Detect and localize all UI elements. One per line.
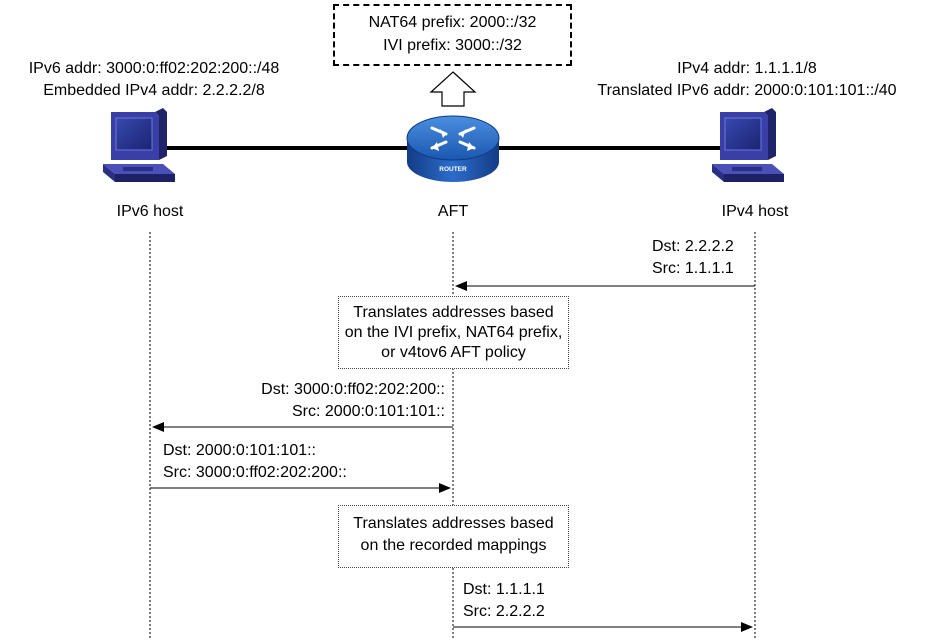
ivi-prefix-text: IVI prefix: 3000::/32 xyxy=(383,37,522,54)
msg3-src-text: Src: 3000:0:ff02:202:200:: xyxy=(163,464,347,481)
nat64-prefix-text: NAT64 prefix: 2000::/32 xyxy=(368,14,537,31)
ipv4-host-pc-icon xyxy=(712,108,784,182)
aft-label: AFT xyxy=(437,203,469,220)
msg1-dst-text: Dst: 2.2.2.2 xyxy=(652,238,734,255)
note2-line1: Translates addresses based xyxy=(353,515,554,532)
translated-ipv6-addr-text: Translated IPv6 addr: 2000:0:101:101::/4… xyxy=(597,82,897,99)
prefix-box xyxy=(333,4,572,66)
embedded-ipv4-addr-text: Embedded IPv4 addr: 2.2.2.2/8 xyxy=(43,82,265,99)
ipv6-host-pc-icon xyxy=(103,108,175,182)
message-arrow-4 xyxy=(453,622,753,632)
msg3-dst-text: Dst: 2000:0:101:101:: xyxy=(163,442,316,459)
note2-line2: on the recorded mappings xyxy=(360,537,547,554)
ipv4-host-label: IPv4 host xyxy=(721,203,789,220)
note1-line2: on the IVI prefix, NAT64 prefix, xyxy=(344,324,563,341)
up-arrow-icon xyxy=(429,71,477,107)
msg4-src-text: Src: 2.2.2.2 xyxy=(463,603,545,620)
message-arrow-3 xyxy=(150,483,451,493)
message-arrow-2 xyxy=(152,422,453,432)
ipv6-addr-text: IPv6 addr: 3000:0:ff02:202:200::/48 xyxy=(28,60,280,77)
note1-line1: Translates addresses based xyxy=(353,304,554,321)
msg2-src-text: Src: 2000:0:101:101:: xyxy=(292,403,445,420)
message-arrow-1 xyxy=(455,281,755,291)
router-icon xyxy=(406,115,500,182)
router-label: ROUTER xyxy=(439,166,467,173)
ipv6-host-label: IPv6 host xyxy=(116,203,184,220)
msg2-dst-text: Dst: 3000:0:ff02:202:200:: xyxy=(261,381,445,398)
msg1-src-text: Src: 1.1.1.1 xyxy=(652,260,734,277)
ipv4-addr-text: IPv4 addr: 1.1.1.1/8 xyxy=(677,60,817,77)
translation-note-1 xyxy=(338,296,569,369)
translation-note-2 xyxy=(338,505,569,568)
note1-line3: or v4tov6 AFT policy xyxy=(381,344,526,361)
msg4-dst-text: Dst: 1.1.1.1 xyxy=(463,581,545,598)
